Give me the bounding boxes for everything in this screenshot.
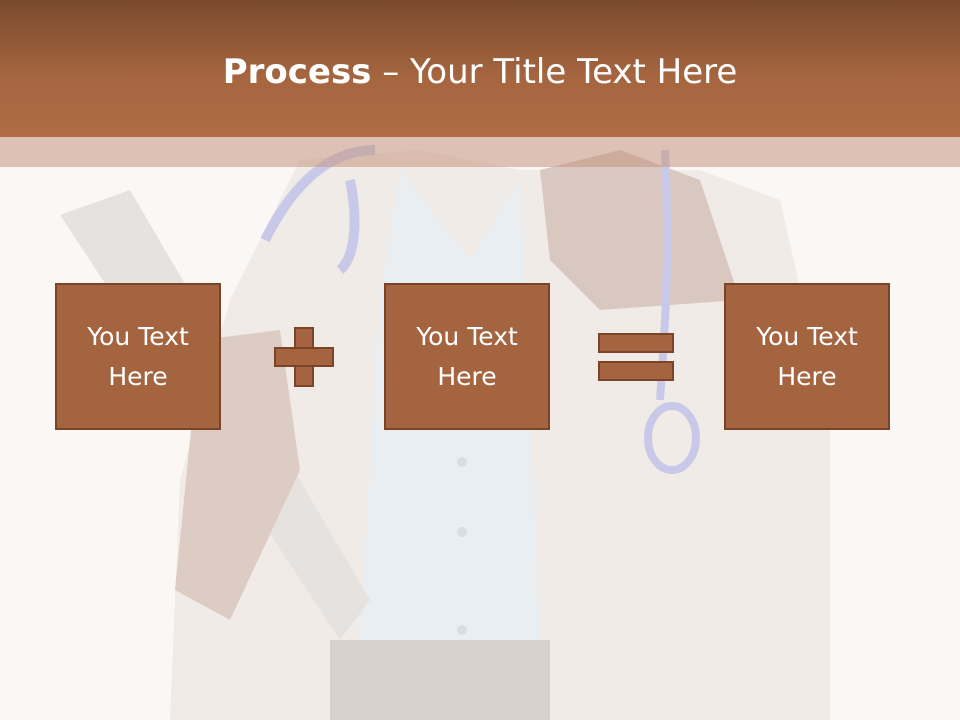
- process-box-1-text: You Text Here: [87, 321, 189, 391]
- equals-icon-bottom-bar: [598, 361, 674, 381]
- title-rest: – Your Title Text Here: [371, 52, 738, 92]
- process-box-1: You Text Here: [55, 283, 221, 430]
- header-underline-band: [0, 137, 960, 167]
- process-box-2-text: You Text Here: [416, 321, 518, 391]
- process-box-3: You Text Here: [724, 283, 890, 430]
- process-box-2: You Text Here: [384, 283, 550, 430]
- slide-title: Process – Your Title Text Here: [0, 52, 960, 92]
- plus-icon-center: [296, 349, 312, 365]
- title-bold: Process: [222, 52, 372, 92]
- equals-icon-top-bar: [598, 333, 674, 353]
- process-box-3-text: You Text Here: [756, 321, 858, 391]
- header-band: [0, 0, 960, 137]
